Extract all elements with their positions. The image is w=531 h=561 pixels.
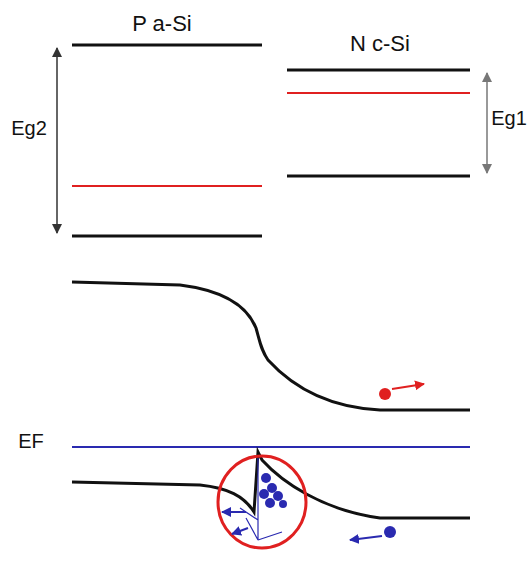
highlight-circle — [218, 456, 306, 548]
gap-arrow — [486, 73, 488, 173]
fermi-level-label: EF — [18, 431, 44, 451]
hole-arrow — [350, 536, 382, 540]
conduction-band — [287, 69, 470, 72]
gap-arrow — [56, 48, 58, 233]
valence-band — [72, 452, 470, 518]
valence-band — [287, 175, 470, 178]
energy-gap-label: Eg2 — [11, 118, 47, 138]
conduction-band — [72, 44, 262, 47]
valence-band — [72, 235, 262, 238]
fermi-level — [287, 92, 470, 94]
hole-arrow — [222, 511, 246, 513]
electron-arrow — [392, 384, 424, 389]
conduction-band — [72, 282, 470, 410]
hole-arrow — [232, 528, 248, 534]
region-label: N c-Si — [350, 33, 410, 55]
energy-gap-label: Eg1 — [491, 108, 527, 128]
fermi-level — [72, 446, 470, 448]
hole-cluster — [259, 473, 287, 508]
region-label: P a-Si — [132, 13, 192, 35]
hole — [384, 526, 396, 538]
electron — [379, 388, 391, 400]
fermi-level — [72, 185, 262, 187]
